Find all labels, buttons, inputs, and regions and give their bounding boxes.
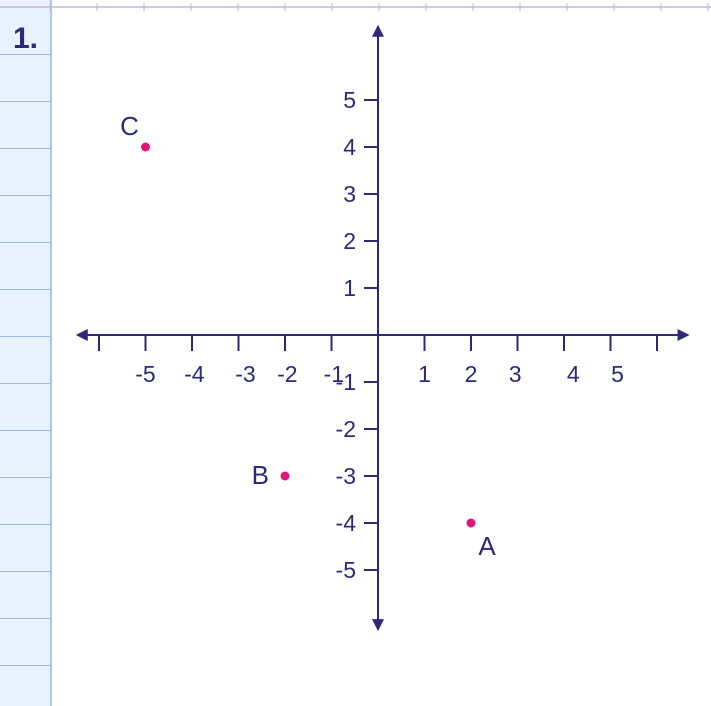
- point-label-c: C: [120, 111, 139, 141]
- notebook-margin: [0, 0, 52, 706]
- margin-rule: [0, 148, 50, 149]
- margin-rule: [0, 54, 50, 55]
- x-tick-label: -1: [324, 361, 344, 387]
- margin-rule: [0, 195, 50, 196]
- x-tick-label: 1: [418, 361, 431, 387]
- margin-rule: [0, 101, 50, 102]
- x-tick-label: 5: [611, 361, 624, 387]
- x-tick-label: -2: [277, 361, 297, 387]
- y-tick-label: -2: [336, 416, 356, 442]
- margin-rule: [0, 430, 50, 431]
- margin-rule: [0, 571, 50, 572]
- point-c: [141, 142, 150, 152]
- y-tick-label: -5: [336, 557, 356, 583]
- x-tick-label: -4: [184, 361, 205, 387]
- margin-rule: [0, 242, 50, 243]
- y-tick-label: 2: [343, 228, 356, 254]
- margin-rule: [0, 289, 50, 290]
- margin-rule: [0, 336, 50, 337]
- y-tick-label: 1: [343, 275, 356, 301]
- y-axis-arrow-up: [372, 24, 384, 37]
- point-b: [280, 471, 290, 481]
- margin-rule: [0, 477, 50, 478]
- x-tick-label: 2: [465, 361, 478, 387]
- x-tick-label: -5: [135, 361, 155, 387]
- x-axis-arrow-right: [677, 329, 690, 341]
- margin-rule: [0, 383, 50, 384]
- y-tick-label: -3: [336, 463, 356, 489]
- y-tick-label: -4: [336, 510, 357, 536]
- y-axis-arrow-down: [372, 619, 384, 632]
- x-axis-arrow-left: [75, 329, 88, 341]
- margin-rule: [0, 618, 50, 619]
- point-label-a: A: [478, 531, 496, 561]
- y-tick-label: 5: [343, 87, 356, 113]
- y-tick-label: -1: [336, 369, 356, 395]
- margin-rule: [0, 524, 50, 525]
- x-tick-label: -3: [235, 361, 255, 387]
- x-tick-label: 3: [509, 361, 522, 387]
- x-tick-label: 4: [567, 361, 580, 387]
- problem-number: 1.: [13, 22, 39, 55]
- point-a: [466, 518, 476, 528]
- y-tick-label: 3: [343, 181, 356, 207]
- y-tick-label: 4: [343, 134, 356, 160]
- point-label-b: B: [252, 460, 269, 490]
- margin-rule: [0, 665, 50, 666]
